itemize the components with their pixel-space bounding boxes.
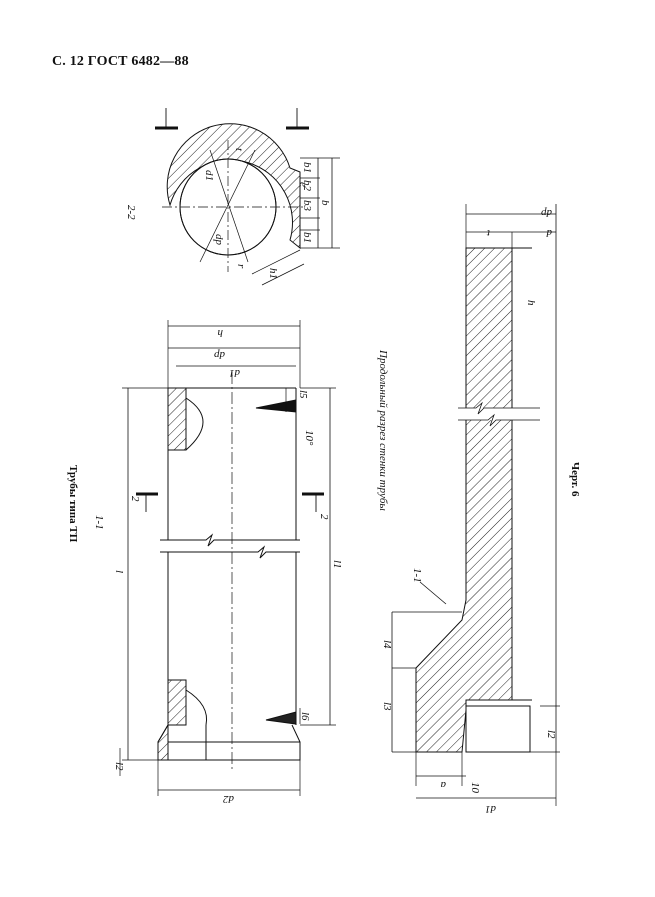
section-2-2-label: 2-2 [125,205,137,220]
dim-r: r [235,264,247,269]
dim-dp-cross: dp [213,234,225,246]
dim-dp: dp [214,349,226,361]
dim-h1: h1 [267,268,279,279]
section-2-2-view [155,108,340,286]
dim-b2: b2 [301,180,313,192]
dim-l3-wall: l3 [381,702,393,711]
dim-b1-top: b1 [301,162,313,173]
dim-b: b [319,200,331,206]
dim-b1-bottom: b1 [301,232,313,243]
figure-caption: Черт. 6 [569,462,581,497]
dim-l5: l5 [297,390,309,399]
section-1-1-label: 1-1 [93,515,105,530]
dim-l6: l6 [299,712,311,721]
cut-mark-1-1: 1-1 [411,568,423,583]
dim-l2: l2 [113,762,125,771]
dim-d1-wall: d1 [485,803,496,815]
dim-h: h [217,327,223,339]
figure-title: Трубы типа ТП [67,465,79,543]
longitudinal-caption: Продольный разрез стенки трубы [377,349,389,511]
dim-t: t [233,148,245,152]
dim-angle: 10° [303,430,315,446]
dim-l: l [113,570,125,573]
dim-h-wall: h [525,300,537,306]
dim-l4-wall: l4 [381,640,393,649]
dim-d2: d2 [223,793,235,805]
page-header: С. 12 ГОСТ 6482—88 [52,54,189,69]
dim-e: e [297,182,309,187]
cut-mark-2-right: 2 [318,514,330,520]
wall-section-view [391,204,560,806]
dim-l1: l1 [331,560,343,569]
dim-a-wall: a [440,779,446,791]
dim-t-wall: t [486,227,490,239]
dim-d-wall: d [546,227,552,239]
dim-dp-wall: dp [541,207,553,219]
dim-10-wall: 10 [469,782,481,794]
cut-mark-2-left: 2 [129,496,141,502]
section-1-1-view [119,320,336,796]
dim-b3: b3 [301,200,313,212]
dim-d1: d1 [203,170,215,181]
dim-l2-wall: l2 [545,730,557,739]
dim-d1-top: d1 [229,367,240,379]
